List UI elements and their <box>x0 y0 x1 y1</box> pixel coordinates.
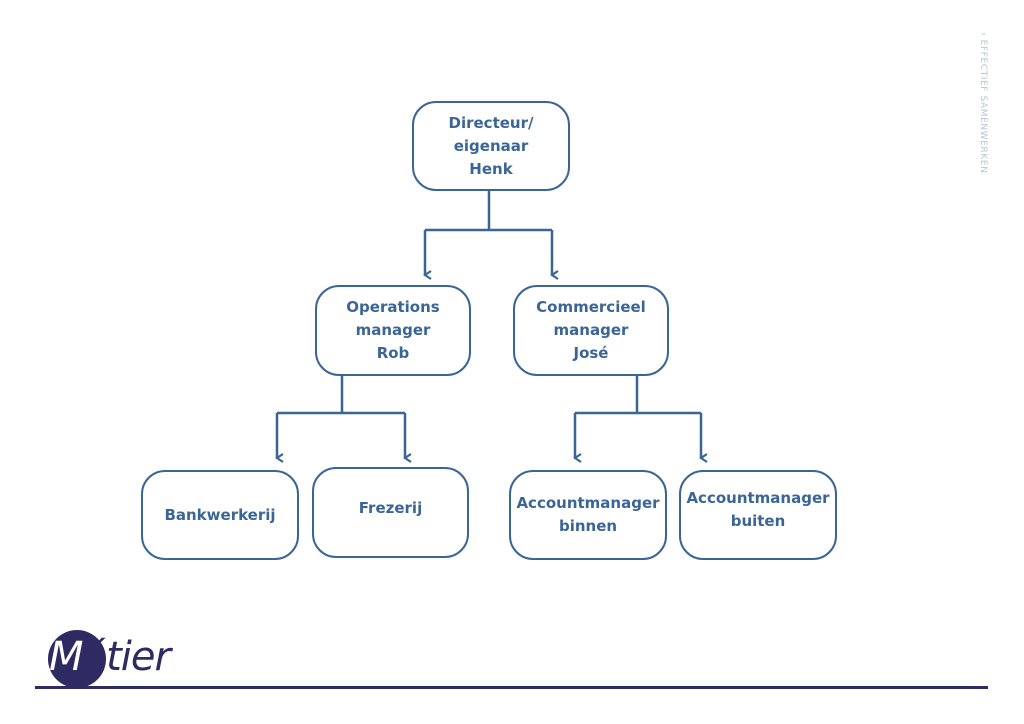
connector-directeur <box>425 191 552 232</box>
logo-rest: étier <box>82 634 171 680</box>
logo-text: Métier <box>49 634 171 680</box>
side-label: › EFFECTIEF SAMENWERKEN <box>978 32 988 174</box>
node-commercieel-manager: Commercieel manager José <box>513 285 669 376</box>
footer-rule <box>35 686 988 689</box>
node-operations-manager: Operations manager Rob <box>315 285 471 376</box>
logo-first-letter: M <box>49 634 84 680</box>
node-bankwerkerij: Bankwerkerij <box>141 470 299 560</box>
logo-circle <box>48 630 106 688</box>
node-directeur: Directeur/ eigenaar Henk <box>412 101 570 191</box>
node-accountmanager-buiten: Accountmanager buiten <box>679 470 837 560</box>
metier-logo: Métier <box>35 628 995 693</box>
node-frezerij: Frezerij <box>312 467 469 558</box>
connector-commercieel <box>575 376 701 415</box>
connector-operations <box>277 376 405 415</box>
node-accountmanager-binnen: Accountmanager binnen <box>509 470 667 560</box>
